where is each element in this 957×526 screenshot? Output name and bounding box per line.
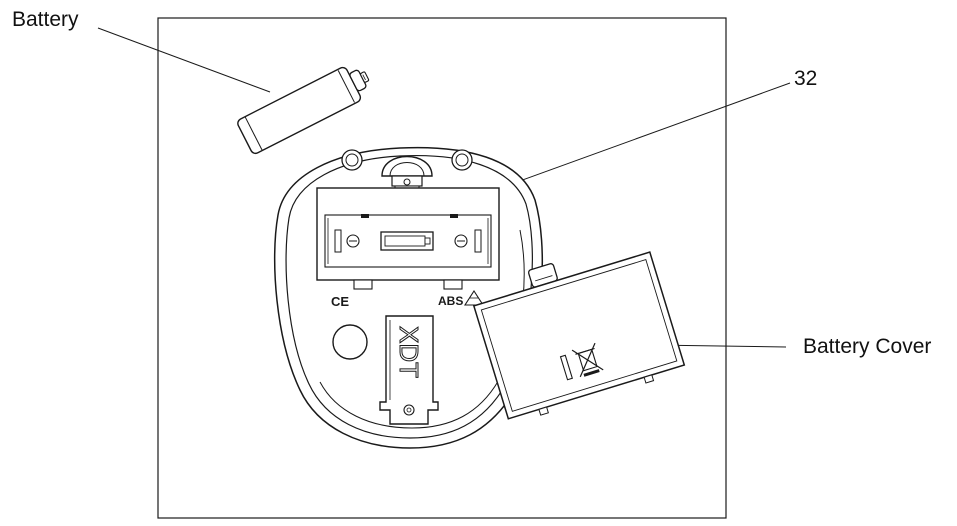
screw-boss-left	[341, 149, 363, 171]
ce-mark: CE	[331, 294, 349, 309]
battery-cover	[472, 251, 686, 420]
battery-label: Battery	[12, 8, 79, 31]
screw-boss-right	[451, 149, 473, 171]
battery-cover-label: Battery Cover	[803, 335, 931, 358]
diagram-frame	[157, 17, 727, 519]
battery-compartment	[316, 187, 500, 290]
battery-leader-line	[97, 27, 271, 93]
battery-cell	[237, 66, 370, 155]
part-number-leader-line	[505, 82, 791, 187]
abs-mark: ABS	[438, 294, 463, 308]
sensor-lens	[332, 324, 368, 360]
brand-mark: XDT	[394, 326, 424, 378]
dongle-slot	[379, 315, 439, 425]
crossed-bin-icon	[571, 342, 604, 378]
recycle-icon	[463, 289, 485, 306]
part-number-label: 32	[794, 67, 817, 90]
